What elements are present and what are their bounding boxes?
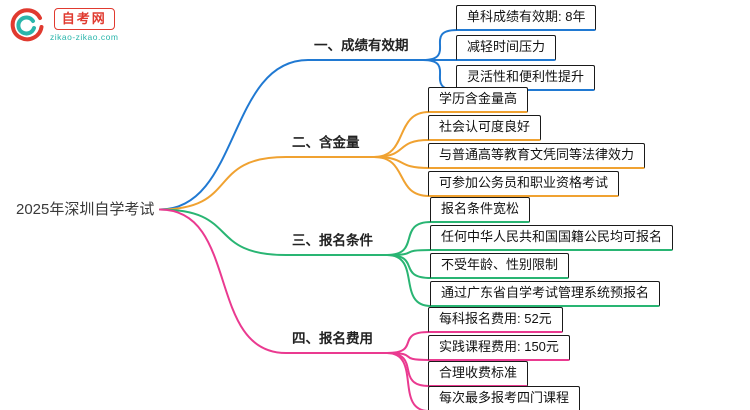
root-node: 2025年深圳自学考试 bbox=[16, 201, 155, 218]
zikao-logo-icon bbox=[10, 8, 44, 42]
logo-text-block: 自考网 zikao-zikao.com bbox=[50, 8, 118, 42]
site-logo: 自考网 zikao-zikao.com bbox=[10, 8, 118, 42]
connector-path bbox=[373, 139, 430, 158]
connector-path bbox=[159, 208, 287, 256]
connector-path bbox=[373, 156, 430, 197]
logo-domain: zikao-zikao.com bbox=[50, 31, 119, 42]
connector-path bbox=[386, 352, 430, 410]
leaf-node: 合理收费标准 bbox=[428, 361, 529, 387]
leaf-node: 通过广东省自学考试管理系统预报名 bbox=[430, 281, 661, 307]
branch-label-3: 三、报名条件 bbox=[286, 229, 387, 256]
leaf-node: 可参加公务员和职业资格考试 bbox=[428, 171, 620, 197]
connector-path bbox=[159, 59, 309, 211]
connector-path bbox=[386, 254, 432, 279]
leaf-node: 学历含金量高 bbox=[428, 87, 529, 113]
leaf-node: 减轻时间压力 bbox=[456, 35, 557, 61]
branch-label-2: 二、含金量 bbox=[286, 131, 374, 158]
connector-path bbox=[386, 254, 432, 307]
connector-path bbox=[422, 29, 458, 61]
branch-label-1: 一、成绩有效期 bbox=[308, 34, 423, 61]
connector-path bbox=[422, 59, 458, 91]
leaf-node: 报名条件宽松 bbox=[430, 197, 531, 223]
connector-path bbox=[159, 208, 287, 354]
branch-label-4: 四、报名费用 bbox=[286, 327, 387, 354]
connector-path bbox=[159, 156, 287, 211]
leaf-node: 单科成绩有效期: 8年 bbox=[456, 5, 597, 31]
leaf-node: 实践课程费用: 150元 bbox=[428, 335, 570, 361]
connector-path bbox=[386, 331, 430, 354]
connector-path bbox=[373, 111, 430, 158]
leaf-node: 每次最多报考四门课程 bbox=[428, 386, 581, 410]
leaf-node: 与普通高等教育文凭同等法律效力 bbox=[428, 143, 646, 169]
leaf-node: 任何中华人民共和国国籍公民均可报名 bbox=[430, 225, 674, 251]
connector-path bbox=[386, 249, 432, 256]
leaf-node: 每科报名费用: 52元 bbox=[428, 307, 563, 333]
leaf-node: 不受年龄、性别限制 bbox=[430, 253, 570, 279]
logo-name: 自考网 bbox=[53, 8, 115, 30]
leaf-node: 社会认可度良好 bbox=[428, 115, 542, 141]
